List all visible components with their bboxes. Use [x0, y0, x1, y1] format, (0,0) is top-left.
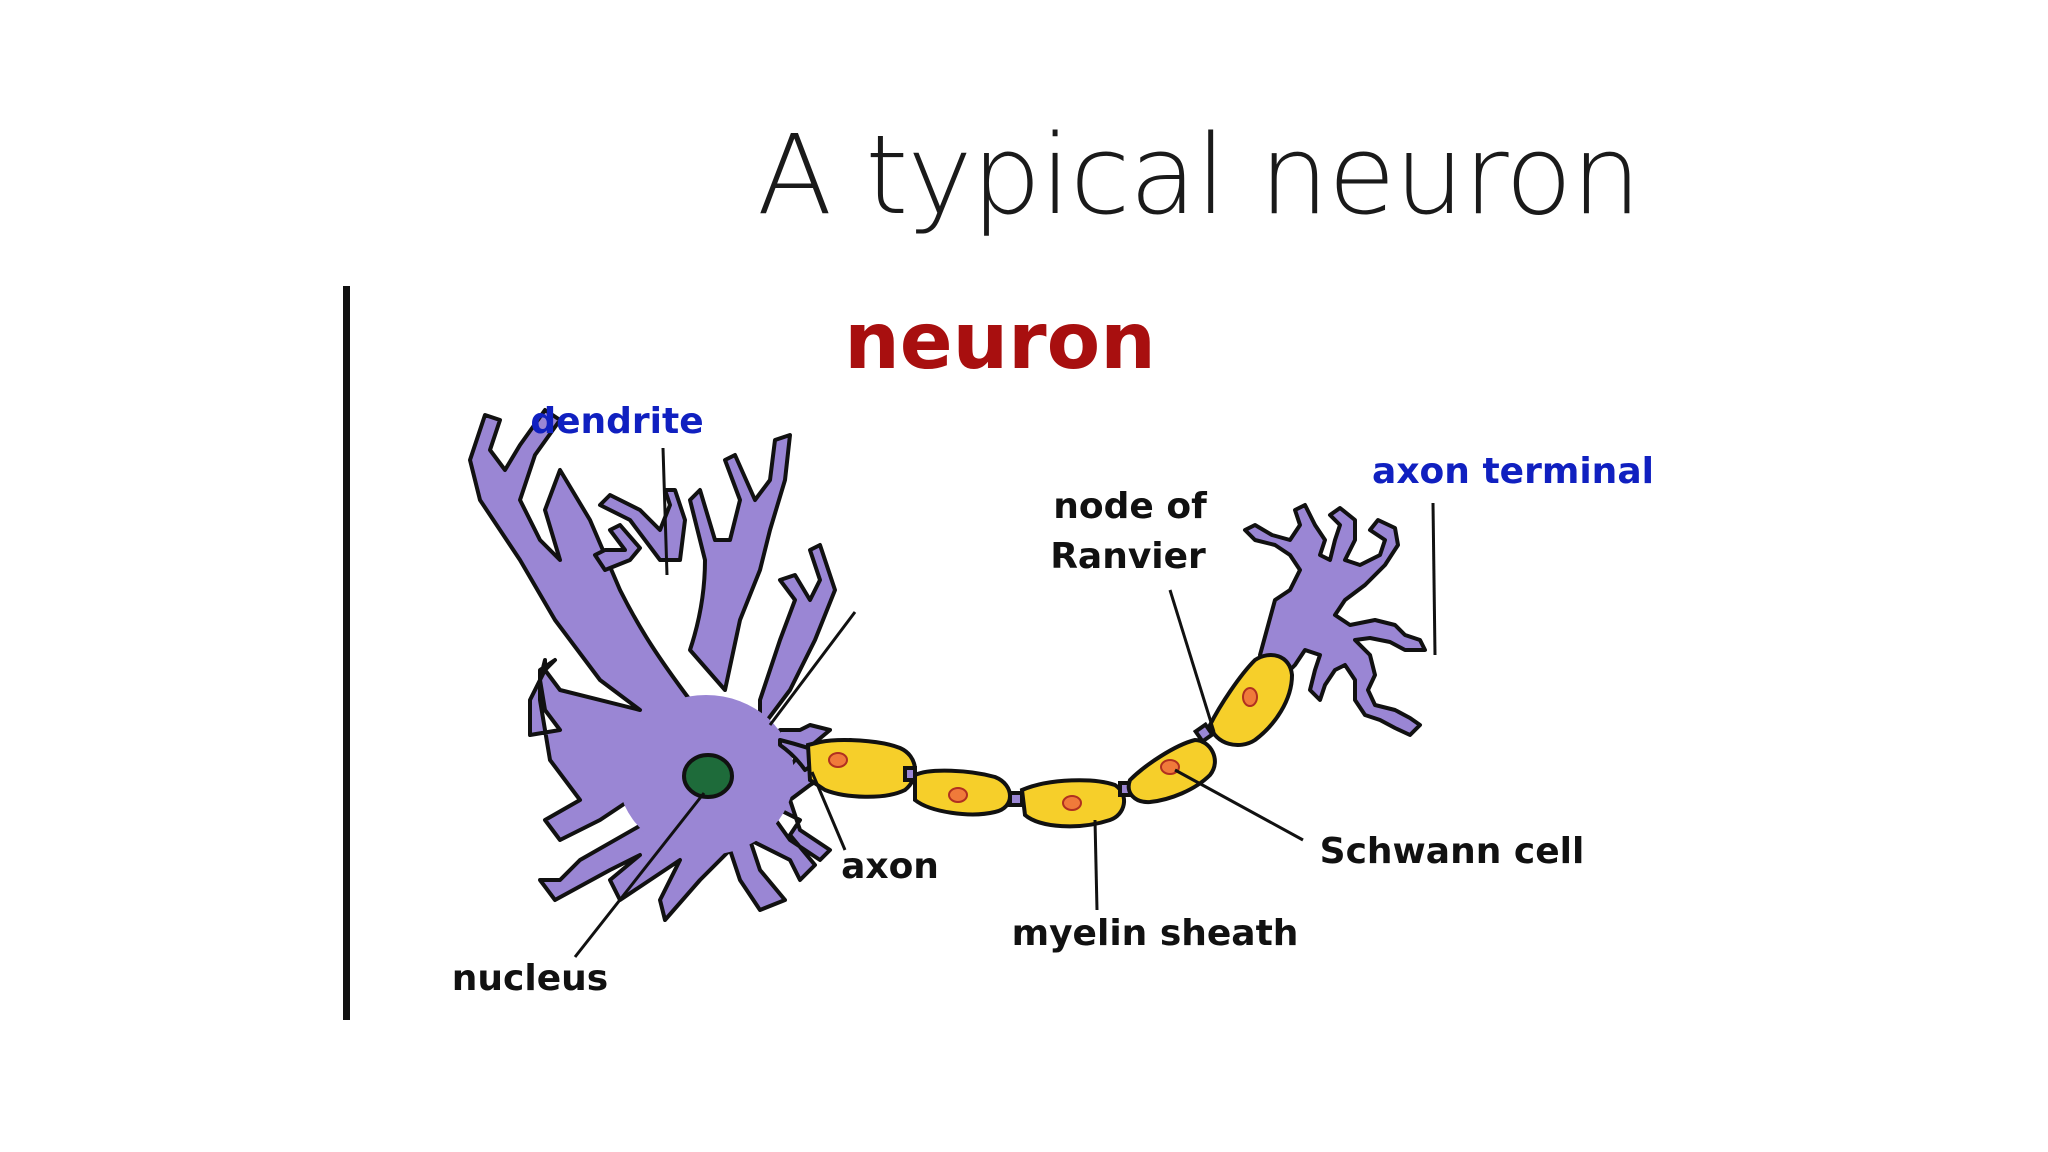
axon-terminal-branches — [1243, 503, 1427, 737]
label-nucleus: nucleus — [452, 958, 608, 999]
myelin-segments — [805, 653, 1295, 829]
label-myelin-sheath: myelin sheath — [1012, 913, 1299, 954]
label-node-of-ranvier-line2: Ranvier — [1050, 536, 1206, 577]
slide-title: A typical neuron — [757, 111, 1641, 239]
leader-lines — [573, 447, 1437, 958]
left-accent-bar — [343, 286, 350, 1020]
label-axon: axon — [841, 846, 939, 887]
label-dendrite: dendrite — [530, 401, 703, 442]
schwann-nuclei — [828, 687, 1258, 811]
neuron-cell-body — [468, 408, 872, 922]
label-node-of-ranvier-line1: node of — [1053, 486, 1207, 527]
diagram-heading: neuron — [844, 297, 1156, 387]
label-axon-terminal: axon terminal — [1372, 451, 1654, 492]
nucleus-shape — [682, 753, 734, 799]
label-schwann-cell: Schwann cell — [1320, 831, 1585, 872]
